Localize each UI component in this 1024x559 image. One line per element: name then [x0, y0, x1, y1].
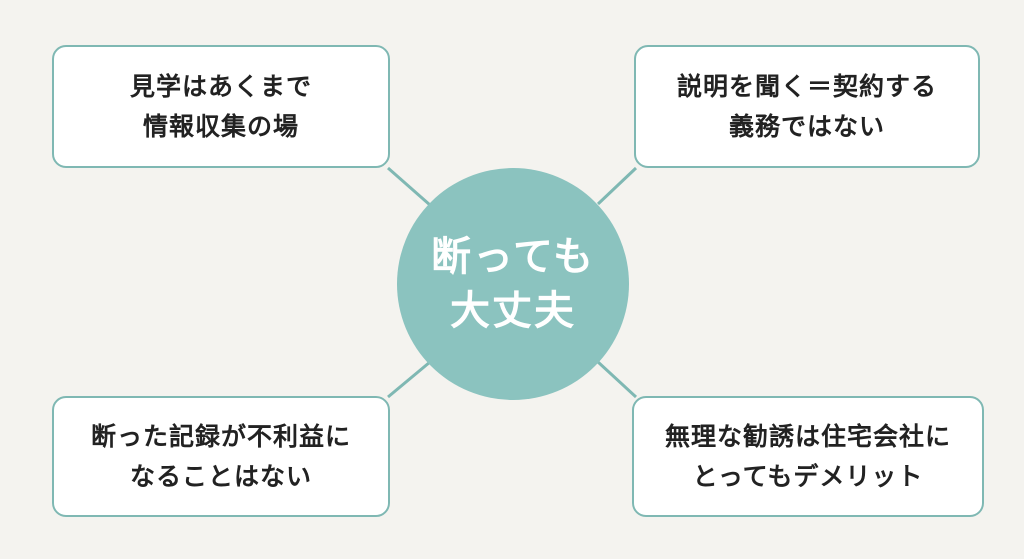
- node-bottom-left-line-1: 断った記録が不利益に: [90, 421, 351, 451]
- node-top-right-line-2: 義務ではない: [728, 111, 885, 141]
- node-top-right: 説明を聞く＝契約する 義務ではない: [634, 45, 980, 168]
- connector-bottom-right: [596, 360, 638, 399]
- central-hub: 断っても 大丈夫: [397, 168, 629, 400]
- node-top-right-line-1: 説明を聞く＝契約する: [676, 71, 937, 101]
- node-top-left-line-1: 見学はあくまで: [129, 71, 312, 101]
- connector-bottom-left: [387, 360, 431, 399]
- connector-top-left: [387, 166, 431, 207]
- connector-top-right: [596, 166, 638, 206]
- hub-line-2: 大丈夫: [450, 288, 576, 334]
- node-top-left-line-2: 情報収集の場: [142, 111, 299, 141]
- node-bottom-right: 無理な勧誘は住宅会社に とってもデメリット: [632, 396, 984, 517]
- node-top-left: 見学はあくまで 情報収集の場: [52, 45, 390, 168]
- node-bottom-left-line-2: なることはない: [129, 461, 312, 491]
- hub-line-1: 断っても: [431, 234, 595, 280]
- node-bottom-left: 断った記録が不利益に なることはない: [52, 396, 390, 517]
- node-bottom-right-line-2: とってもデメリット: [692, 461, 924, 491]
- node-bottom-right-line-1: 無理な勧誘は住宅会社に: [664, 421, 951, 451]
